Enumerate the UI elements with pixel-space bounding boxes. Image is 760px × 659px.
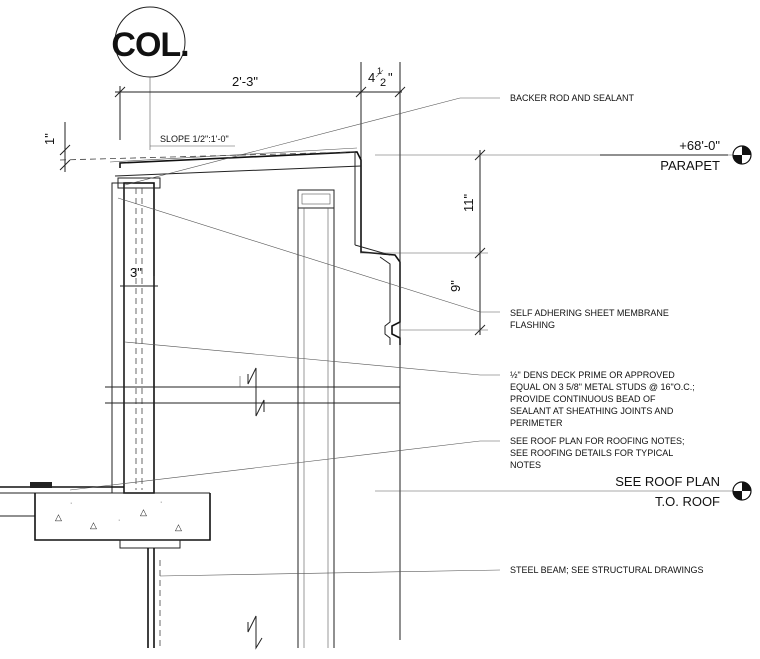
top-dimension-line: 2'-3" 4 1 2 " xyxy=(114,62,406,160)
column-tag-label: COL. xyxy=(111,26,188,64)
elevation-marker-icon xyxy=(732,145,752,165)
note-densdeck-line-3: PROVIDE CONTINUOUS BEAD OF xyxy=(510,394,656,404)
parapet-elevation-name: PARAPET xyxy=(660,158,720,173)
note-membrane-line-2: FLASHING xyxy=(510,320,555,330)
note-densdeck-line-5: PERIMETER xyxy=(510,418,563,428)
right-dimensions: 11" 9" xyxy=(360,149,488,336)
svg-text:△: △ xyxy=(55,512,62,522)
parapet-coping xyxy=(59,62,401,640)
roof-assembly: △ △ △ △ · · · xyxy=(0,482,211,549)
metal-stud-wall: 3" xyxy=(111,177,161,494)
column-tag: COL. xyxy=(111,6,190,150)
dimension-lower-height: 9" xyxy=(448,280,463,292)
dimension-parapet-whole: 4 xyxy=(368,70,375,85)
note-steel-beam: STEEL BEAM; SEE STRUCTURAL DRAWINGS xyxy=(510,565,704,575)
note-roofing-line-3: NOTES xyxy=(510,460,541,470)
svg-text:△: △ xyxy=(175,522,182,532)
dimension-stud: 3" xyxy=(130,265,142,280)
svg-text:·: · xyxy=(160,499,162,506)
steel-beam xyxy=(147,548,161,648)
dimension-parapet-fraction-den: 2 xyxy=(380,77,386,89)
svg-text:·: · xyxy=(70,500,72,507)
leader-lines xyxy=(69,97,501,577)
parapet-elevation-value: +68'-0" xyxy=(679,138,720,153)
note-roofing-line-1: SEE ROOF PLAN FOR ROOFING NOTES; xyxy=(510,436,685,446)
dimension-width-top: 2'-3" xyxy=(232,74,258,89)
roof-elevation: SEE ROOF PLAN T.O. ROOF xyxy=(375,474,752,509)
dimension-parapet-fraction-num: 1 xyxy=(377,66,382,76)
steel-column xyxy=(297,189,335,648)
note-densdeck-line-1: ½" DENS DECK PRIME OR APPROVED xyxy=(510,370,675,380)
overhang-dimension: 1" xyxy=(42,122,71,172)
roof-elevation-name: T.O. ROOF xyxy=(655,494,720,509)
break-line-icon xyxy=(247,615,263,650)
svg-text:△: △ xyxy=(140,507,147,517)
note-densdeck-line-2: EQUAL ON 3 5/8" METAL STUDS @ 16"O.C.; xyxy=(510,382,695,392)
parapet-elevation: +68'-0" PARAPET xyxy=(375,138,752,173)
svg-text:·: · xyxy=(118,517,120,524)
slope-label: SLOPE 1/2":1'-0" xyxy=(160,134,229,144)
note-roofing-line-2: SEE ROOFING DETAILS FOR TYPICAL xyxy=(510,448,673,458)
svg-text:△: △ xyxy=(90,520,97,530)
dimension-parapet-inch: " xyxy=(388,70,393,85)
note-membrane-line-1: SELF ADHERING SHEET MEMBRANE xyxy=(510,308,669,318)
elevation-marker-icon xyxy=(732,481,752,501)
dimension-cap-height: 11" xyxy=(461,194,476,212)
break-line-icon xyxy=(105,367,400,417)
note-densdeck-line-4: SEALANT AT SHEATHING JOINTS AND xyxy=(510,406,674,416)
roof-elevation-value: SEE ROOF PLAN xyxy=(615,474,720,489)
note-backer-rod: BACKER ROD AND SEALANT xyxy=(510,93,635,103)
dimension-overhang: 1" xyxy=(42,133,57,145)
